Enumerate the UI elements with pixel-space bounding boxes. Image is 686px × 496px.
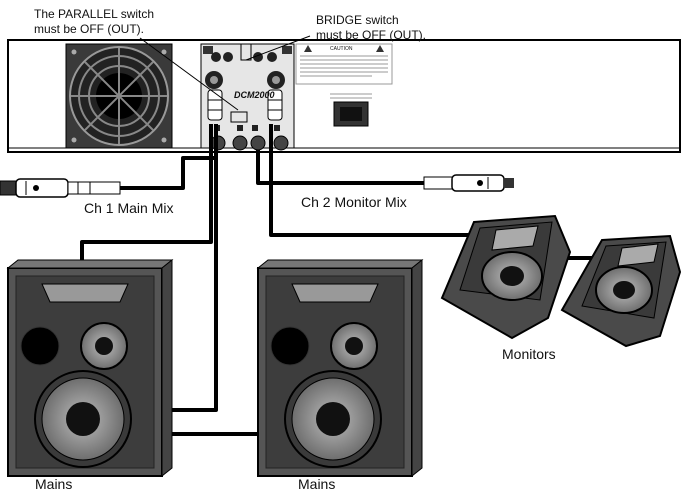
caution-label <box>295 43 393 85</box>
bridge-note-line-2: must be OFF (OUT). <box>316 28 427 42</box>
stage-monitor-front <box>440 214 572 340</box>
parallel-note-line-1: The PARALLEL switch <box>34 7 155 21</box>
ch2-monitor-mix-label: Ch 2 Monitor Mix <box>301 194 407 210</box>
main-speaker-right <box>256 258 424 478</box>
power-inlet <box>330 93 372 127</box>
main-speaker-left <box>6 258 174 478</box>
parallel-switch-note: The PARALLEL switch must be OFF (OUT). <box>34 7 154 37</box>
amp-model-label: DCM2000 <box>234 90 275 100</box>
ch1-main-mix-label: Ch 1 Main Mix <box>84 200 174 216</box>
parallel-note-line-2: must be OFF (OUT). <box>34 22 145 36</box>
mains-right-label: Mains <box>298 476 336 492</box>
monitors-label: Monitors <box>502 346 556 362</box>
bridge-note-line-1: BRIDGE switch <box>316 13 399 27</box>
caution-title: CAUTION <box>330 46 353 52</box>
connector-panel <box>200 43 295 151</box>
amplifier-rear-panel: DCM2000 CAUTION <box>7 39 681 153</box>
xlr-connector-ch2 <box>423 174 514 192</box>
cooling-fan <box>65 43 173 149</box>
mains-left-label: Mains <box>35 476 73 492</box>
xlr-connector-ch1 <box>0 178 121 198</box>
bridge-switch-note: BRIDGE switch must be OFF (OUT). <box>316 13 426 43</box>
stage-monitor-back <box>560 234 682 348</box>
callout-lines <box>139 35 311 111</box>
